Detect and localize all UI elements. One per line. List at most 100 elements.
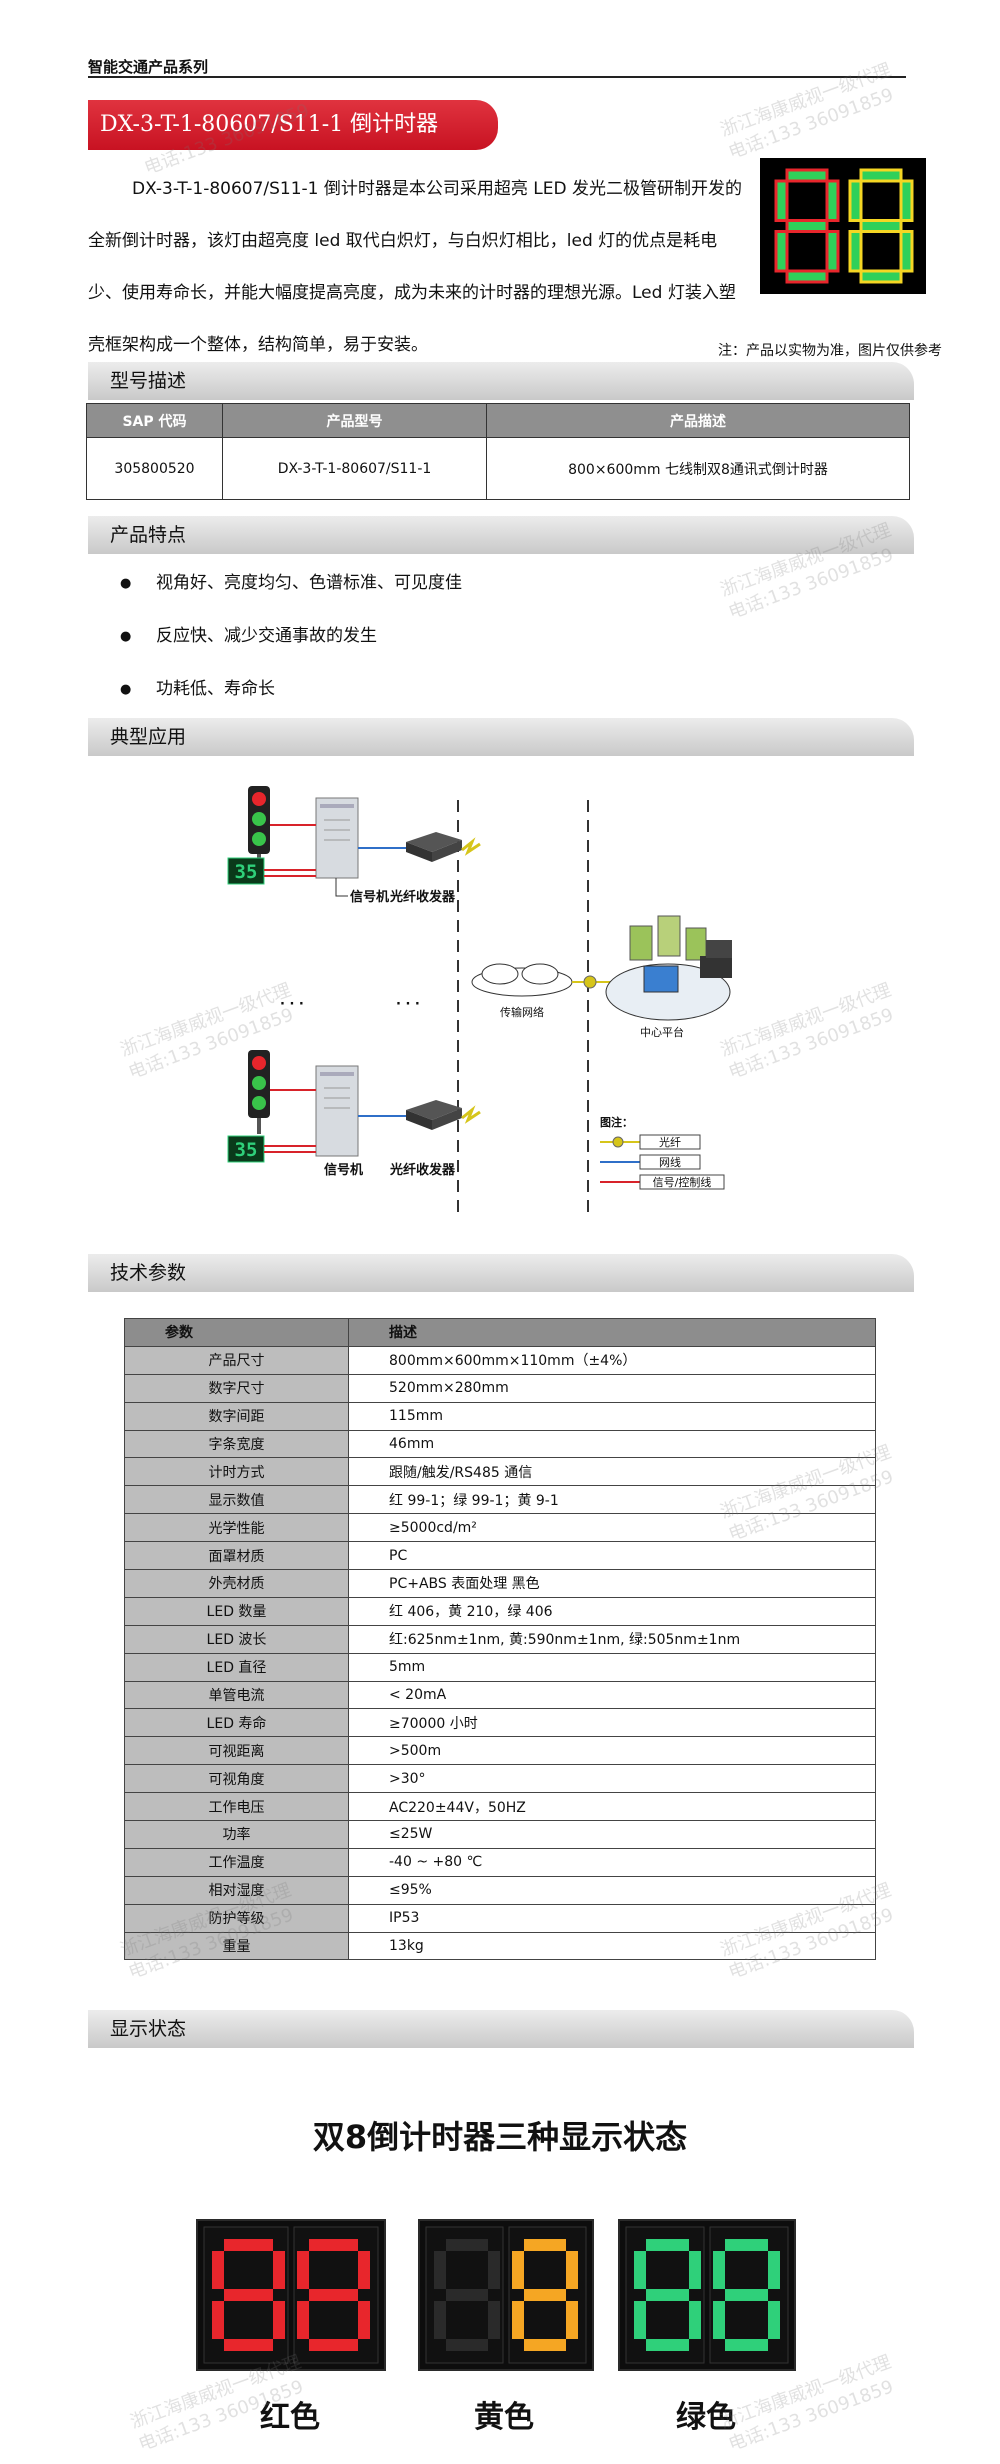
digit-segment: [689, 2251, 701, 2289]
spec-param: 单管电流: [124, 1680, 349, 1710]
digit-segment: [859, 168, 903, 183]
section-features: 产品特点: [88, 516, 914, 554]
digit-segment: [725, 2339, 768, 2351]
digit-segment: [634, 2251, 646, 2289]
spec-value: PC: [348, 1541, 876, 1571]
table-row: 305800520 DX-3-T-1-80607/S11-1 800×600mm…: [86, 437, 910, 500]
table-row: LED 数量红 406，黄 210，绿 406: [124, 1596, 876, 1626]
model-sap: 305800520: [86, 437, 223, 500]
spec-value: 红 406，黄 210，绿 406: [348, 1596, 876, 1626]
spec-header-row: 参数 描述: [124, 1318, 876, 1347]
section-specs: 技术参数: [88, 1254, 914, 1292]
table-row: 功率≤25W: [124, 1820, 876, 1849]
digit-segment: [273, 2251, 285, 2289]
digit-segment: [524, 2239, 566, 2251]
digit-segment: [859, 269, 903, 284]
list-item: 反应快、减少交通事故的发生: [120, 619, 462, 672]
digit-segment: [646, 2239, 689, 2251]
digit-segment: [446, 2239, 488, 2251]
digit-segment: [524, 2289, 566, 2301]
digit-segment: [785, 168, 829, 183]
diagram-legend: 图注： 光纤 网线 信号/控制线: [600, 1115, 725, 1190]
spec-value: IP53: [348, 1903, 876, 1933]
digit-segment: [848, 179, 863, 222]
display-label-green: 绿色: [676, 2400, 736, 2435]
spec-value: -40 ~ +80 ℃: [348, 1847, 876, 1877]
model-header-sap: SAP 代码: [86, 403, 223, 438]
display-title: 双8倒计时器三种显示状态: [312, 2118, 688, 2156]
spec-param: LED 寿命: [124, 1708, 349, 1738]
digit-segment: [446, 2339, 488, 2351]
signal-controller-icon: [315, 797, 359, 879]
intro-text: DX-3-T-1-80607/S11-1 倒计时器是本公司采用超亮 LED 发光…: [88, 163, 748, 371]
spec-param: 光学性能: [124, 1513, 349, 1543]
spec-value: 13kg: [348, 1931, 876, 1961]
digit-segment: [358, 2251, 370, 2289]
spec-value: ≤95%: [348, 1875, 876, 1905]
traffic-light-icon: [248, 1050, 270, 1134]
spec-value: 红 99-1；绿 99-1；黄 9-1: [348, 1485, 876, 1515]
digit-segment: [512, 2251, 524, 2289]
network-cloud-icon: [471, 963, 573, 997]
digit-segment: [524, 2339, 566, 2351]
series-label: 智能交通产品系列: [88, 58, 209, 76]
digit-segment: [512, 2301, 524, 2339]
spec-param: 工作电压: [124, 1792, 349, 1822]
section-display: 显示状态: [88, 2010, 914, 2048]
digit-segment: [566, 2251, 578, 2289]
table-row: 可视角度>30°: [124, 1764, 876, 1794]
spec-param: 面罩材质: [124, 1541, 349, 1571]
spec-param: LED 直径: [124, 1652, 349, 1682]
display-green: [618, 2219, 796, 2371]
model-header-desc: 产品描述: [486, 403, 910, 438]
fiber-joint-icon: [583, 975, 597, 989]
digit-segment: [434, 2301, 446, 2339]
spec-value: 跟随/触发/RS485 通信: [348, 1457, 876, 1487]
hero-countdown-image: [760, 158, 926, 294]
digit-segment: [725, 2289, 768, 2301]
legend-signal: 信号/控制线: [653, 1175, 712, 1189]
digit-segment: [768, 2251, 780, 2289]
digit-segment: [224, 2239, 273, 2251]
table-row: 相对湿度≤95%: [124, 1875, 876, 1905]
model-table: SAP 代码 产品型号 产品描述 305800520 DX-3-T-1-8060…: [86, 403, 910, 500]
digit-segment: [774, 179, 789, 222]
spec-value: ≥70000 小时: [348, 1708, 876, 1738]
display-yellow: [418, 2219, 594, 2371]
countdown-digits: 35: [235, 861, 258, 883]
center-label: 中心平台: [640, 1025, 684, 1039]
list-item: 视角好、亮度均匀、色谱标准、可见度佳: [120, 566, 462, 619]
table-row: 工作温度-40 ~ +80 ℃: [124, 1847, 876, 1877]
digit-segment: [309, 2239, 358, 2251]
digit-segment: [859, 219, 903, 233]
countdown-display-icon: 35: [227, 1135, 265, 1163]
spec-value: 520mm×280mm: [348, 1373, 876, 1403]
digit-segment: [713, 2251, 725, 2289]
digit-segment: [768, 2301, 780, 2339]
table-row: LED 波长红:625nm±1nm, 黄:590nm±1nm, 绿:505nm±…: [124, 1624, 876, 1654]
digit-segment: [224, 2289, 273, 2301]
spec-header-param: 参数: [124, 1318, 349, 1347]
spec-param: 字条宽度: [124, 1429, 349, 1459]
network-label: 传输网络: [500, 1005, 544, 1019]
signal-controller-icon: [315, 1065, 359, 1157]
digit-segment: [212, 2301, 224, 2339]
legend-fiber: 光纤: [659, 1135, 681, 1149]
model-number: DX-3-T-1-80607/S11-1: [222, 437, 487, 500]
product-title-banner: DX-3-T-1-80607/S11-1 倒计时器: [88, 100, 498, 150]
display-label-yellow: 黄色: [474, 2400, 534, 2435]
controller-label: 信号机: [350, 889, 389, 905]
fiber-bolt-icon: [461, 1105, 481, 1124]
spec-value: >30°: [348, 1764, 876, 1794]
table-row: LED 寿命≥70000 小时: [124, 1708, 876, 1738]
spec-value: 46mm: [348, 1429, 876, 1459]
digit-segment: [224, 2339, 273, 2351]
